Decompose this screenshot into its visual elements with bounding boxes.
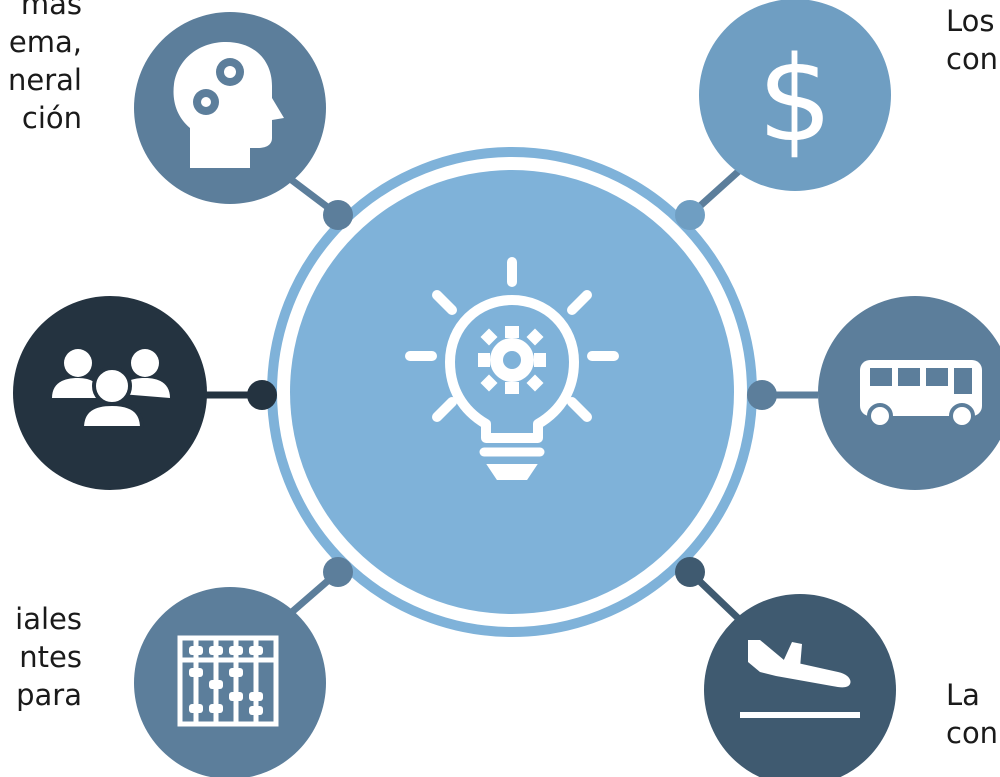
dot-bottom-right [675,557,705,587]
text-bottom-left-line-2: ntes [19,640,82,674]
text-top-left-line-1: mas [20,0,82,21]
text-top-right-line-1: Los [946,4,995,38]
bus-icon [860,360,982,429]
lightbulb-gear-icon [405,257,619,480]
node-right [818,296,1000,490]
node-bottom-right [704,594,896,777]
dot-right [747,380,777,410]
text-top-left-line-3: neral [8,63,82,97]
node-bottom-left [134,587,326,777]
text-top-left-line-4: ción [21,101,82,135]
node-left [13,296,207,490]
center-gear [478,326,546,394]
dot-top-left [323,200,353,230]
node-top-right: $ [699,0,891,191]
text-bottom-right-line-1: La [946,678,980,712]
text-bottom-right: La con [946,676,1000,752]
text-bottom-right-line-2: con [946,716,999,750]
dot-bottom-left [323,557,353,587]
text-top-right: Los con [946,0,1000,78]
group-users-icon [52,349,170,430]
dot-top-right [675,200,705,230]
text-top-left-line-2: ema, [8,25,82,59]
text-bottom-left-line-3: para [16,678,82,712]
dot-left [247,380,277,410]
text-bottom-left: iales ntes para [0,600,82,714]
connector-dots [247,200,777,587]
head-gears-icon [173,42,284,168]
dollar-icon: $ [757,30,832,168]
text-bottom-left-line-1: iales [15,602,82,636]
text-top-left: mas ema, neral ción [0,0,82,137]
text-top-right-line-2: con [946,42,999,76]
node-top-left [134,12,326,204]
airplane-landing-icon [740,640,860,718]
